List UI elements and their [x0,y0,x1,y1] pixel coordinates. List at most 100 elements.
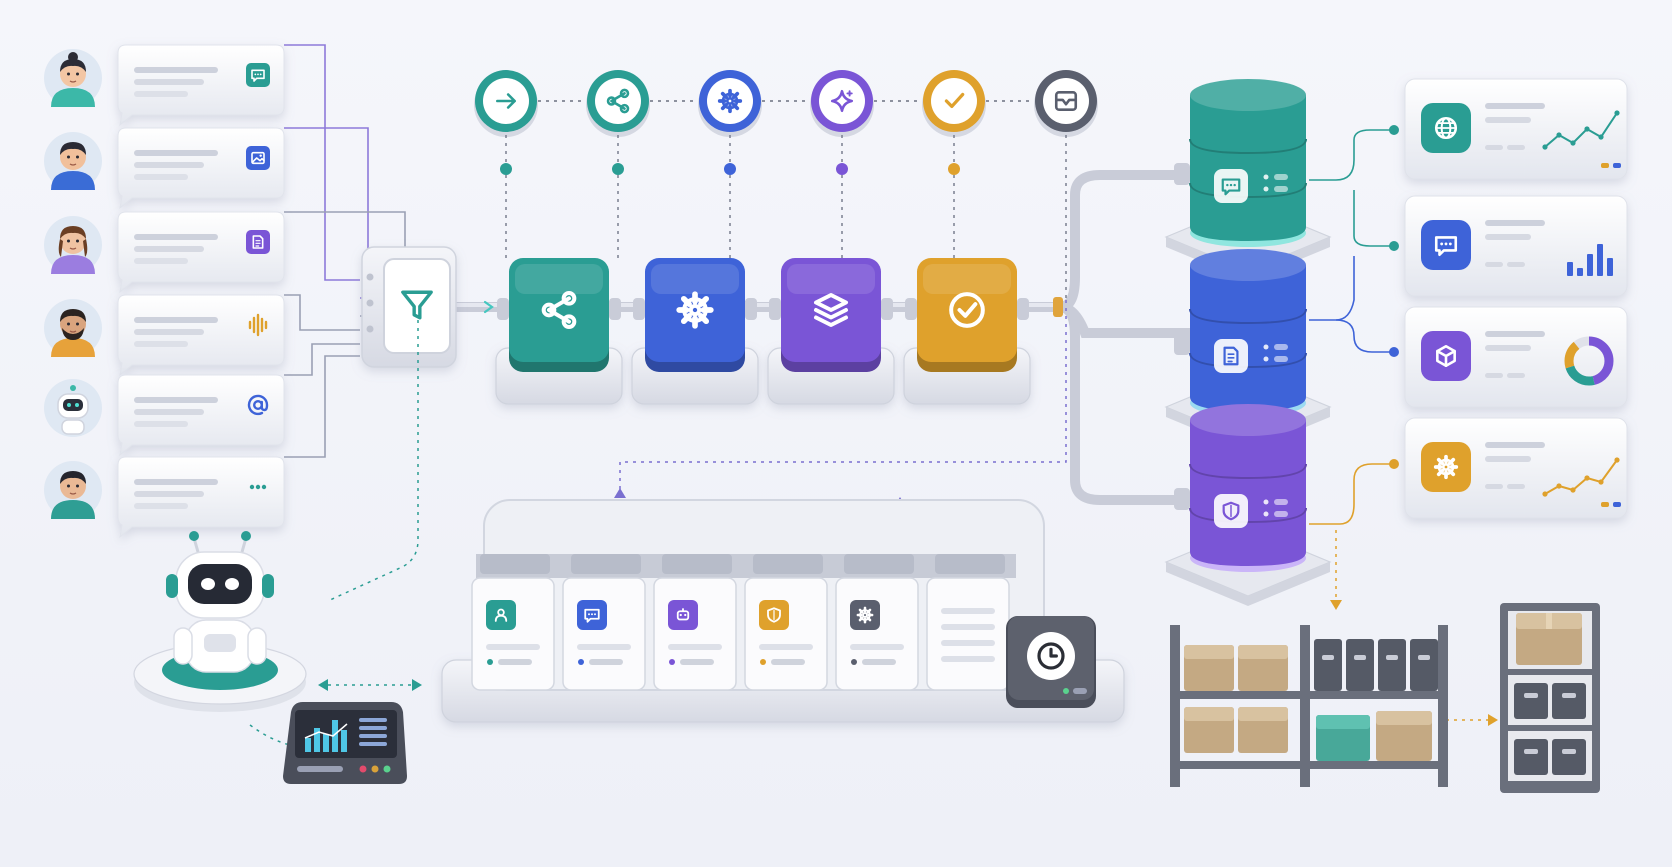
filter-hub[interactable] [361,246,457,368]
file-glyph [856,606,874,624]
stage-node [836,163,848,175]
connector-wire [284,294,360,331]
avatar-woman-teal [44,49,102,107]
file-folder[interactable] [471,554,555,691]
source-row[interactable] [44,456,285,539]
source-row[interactable] [44,127,285,210]
connector-wire [284,44,360,281]
file-folder[interactable] [744,554,828,691]
connector-wire [284,355,360,458]
database-glyph [1222,501,1240,521]
dashboard-glyph [1434,236,1458,257]
at-sign-icon [247,394,269,416]
stage-node [724,163,736,175]
source-row[interactable] [44,294,285,377]
module-gear-icon[interactable] [631,258,759,405]
source-row[interactable] [44,44,285,127]
source-row[interactable] [44,374,285,457]
document-icon [252,235,264,249]
check-circle-icon [949,292,985,328]
mini-line-chart [1542,457,1621,507]
message-type-badge [247,394,269,416]
message-type-badge [246,146,270,170]
dashboard-card[interactable] [1404,417,1628,519]
funnel-icon-holder [401,290,433,320]
funnel-icon [401,290,433,320]
file-folder[interactable] [926,554,1010,691]
dashboard-glyph [1433,454,1459,480]
stage-share-nodes-icon[interactable] [586,70,650,262]
message-type-badge [249,484,267,490]
module-glyph [541,290,577,330]
message-card[interactable] [117,44,285,127]
input-sources [44,44,285,539]
avatar-robot [44,379,102,437]
filter-box[interactable] [361,246,457,368]
message-card[interactable] [117,211,285,294]
clock-icon [1037,642,1065,670]
clock-holder [1037,642,1065,670]
message-card[interactable] [117,456,285,539]
dashboard-card[interactable] [1404,195,1628,297]
avatar-man-beard [44,299,102,357]
file-folder[interactable] [562,554,646,691]
message-card[interactable] [117,374,285,457]
port-socket [366,299,374,307]
analytics-monitor[interactable] [283,702,407,784]
dashboard-glyph [1434,116,1458,140]
database-shield-icon[interactable] [1164,404,1332,606]
file-glyph [767,607,781,623]
message-card[interactable] [117,127,285,210]
module-share-nodes-icon[interactable] [495,258,623,405]
file-folder[interactable] [835,554,919,691]
stage-node [500,163,512,175]
shield-icon [1222,501,1240,521]
audio-wave-icon [248,313,268,337]
file-glyph [584,608,600,623]
robot-icon [676,608,690,621]
share-nodes-icon [541,290,577,330]
robot-assistant[interactable] [133,531,307,712]
file-folder[interactable] [653,554,737,691]
stage-arrow-right-icon[interactable] [474,70,538,262]
database-glyph [1221,178,1241,196]
file-cabinet-tray[interactable] [441,499,1125,723]
module-glyph [676,291,714,329]
archive-cabinet[interactable] [1500,603,1600,793]
module-layers-icon[interactable] [767,258,895,405]
stage-gear-icon[interactable] [698,70,762,262]
stage-node [948,163,960,175]
layers-icon [813,292,849,328]
file-glyph [494,608,508,622]
globe-icon [1434,116,1458,140]
inbox-icon [1054,91,1078,111]
gear-icon [717,88,743,114]
storage-shelf[interactable] [1170,625,1448,787]
avatar-woman-purple [44,216,102,274]
chat-bubble-icon [1434,236,1458,257]
avatar-man-teal [44,461,102,519]
message-type-badge [246,63,270,87]
module-check-circle-icon[interactable] [903,258,1031,405]
dashboard-card[interactable] [1404,78,1628,180]
dashboard-card[interactable] [1404,306,1628,408]
avatar-man-blue [44,132,102,190]
output-dashboards [1309,78,1628,525]
file-tray [441,300,1125,723]
source-row[interactable] [44,211,285,294]
stage-inbox-icon[interactable] [1034,70,1098,300]
stage-check-icon[interactable] [922,70,986,262]
process-stage-icons [474,70,1098,300]
message-card[interactable] [117,294,285,377]
sparkle-icon [830,89,854,113]
dashboard-wire [1309,129,1392,181]
document-icon [1223,346,1239,366]
stage-node [612,163,624,175]
timer-box[interactable] [1006,616,1096,708]
connector-wire [284,127,369,299]
mini-bars-chart [1567,244,1613,276]
gear-icon [676,291,714,329]
image-icon [251,151,265,165]
pipeline-modules [495,258,1031,405]
stage-sparkle-icon[interactable] [810,70,874,262]
